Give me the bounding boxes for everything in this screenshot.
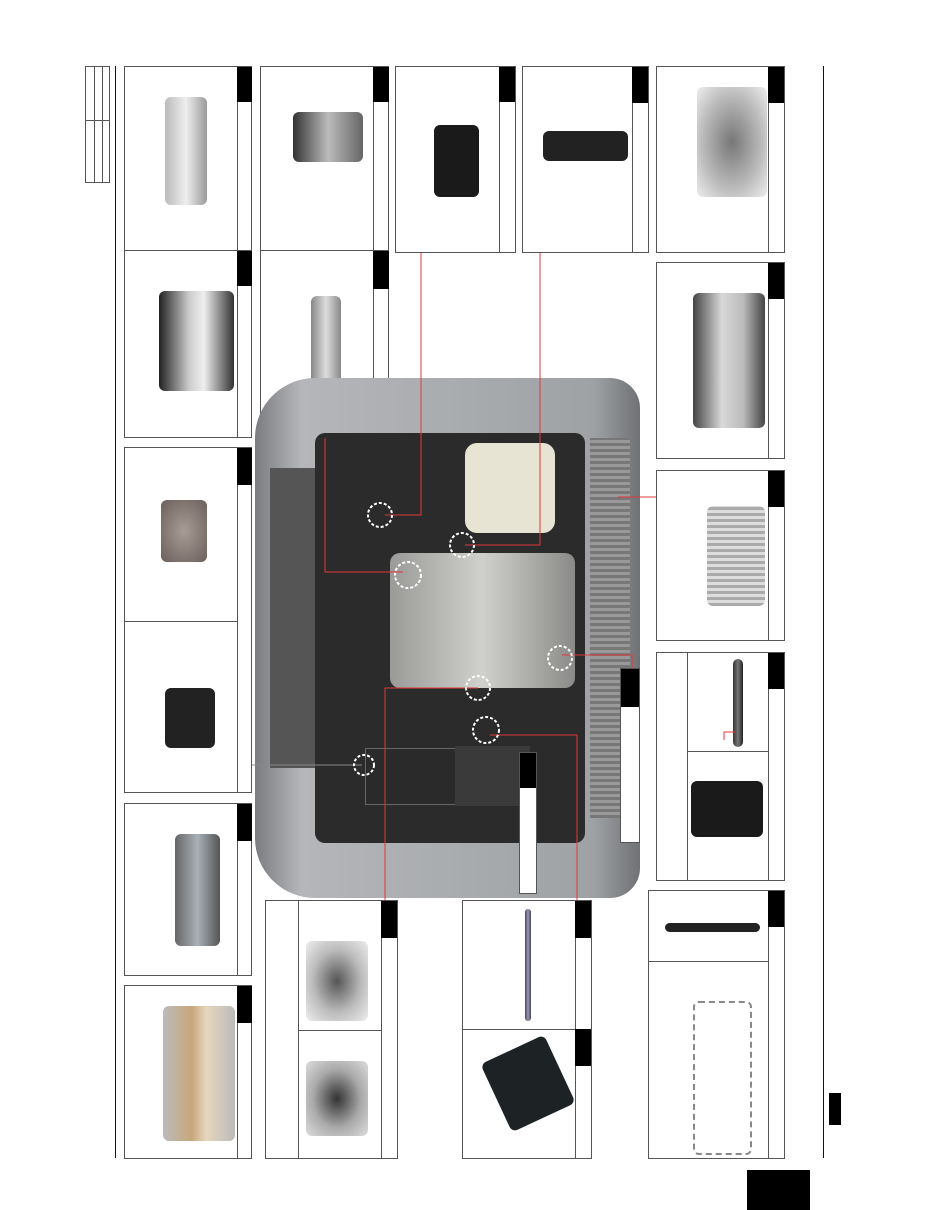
panel-tab xyxy=(373,251,389,289)
component-panel-throttle-body xyxy=(265,900,398,1159)
vacuum-modulator-image xyxy=(693,293,765,428)
component-panel-sensor-bracket xyxy=(124,250,252,438)
panel-tab xyxy=(768,471,784,507)
component-panel-catalytic-converter xyxy=(124,985,252,1159)
component-panel-vacuum-modulator xyxy=(656,262,785,459)
panel-tab xyxy=(237,251,252,286)
solenoid-valve-image xyxy=(165,688,215,748)
injector-image xyxy=(733,659,743,747)
turbocharger-image xyxy=(697,87,767,197)
radiator xyxy=(270,468,315,768)
panel-tab xyxy=(621,669,639,707)
catalytic-converter-image xyxy=(163,1006,235,1141)
panel-tab xyxy=(381,901,397,938)
sensor-bracket-image xyxy=(159,291,234,391)
left-rule xyxy=(115,66,116,1158)
oil-pan-image xyxy=(175,834,220,946)
engine-bay-photo xyxy=(255,378,640,898)
component-panel-egr-valve xyxy=(260,66,389,251)
fuel-pipes-image xyxy=(693,1001,752,1155)
panel-tab xyxy=(575,1029,591,1066)
right-rule xyxy=(823,66,824,1158)
component-panel-mount-and-solenoid xyxy=(124,447,252,793)
component-panel-vacuum-pump xyxy=(124,66,252,251)
vacuum-pump-image xyxy=(165,97,207,205)
panel-tab xyxy=(768,263,784,299)
air-flow-sensor-image xyxy=(434,125,479,197)
panel-tab xyxy=(632,67,648,103)
panel-tab xyxy=(237,448,252,485)
fuel-rail-image xyxy=(665,923,760,932)
panel-tab xyxy=(373,67,389,102)
header-table xyxy=(85,66,110,183)
component-panel-turbocharger xyxy=(656,66,785,253)
throttle-body-alt-image xyxy=(306,1061,368,1136)
engine-mount-image xyxy=(161,500,207,562)
panel-tab xyxy=(237,67,252,102)
engine-block xyxy=(390,553,575,688)
panel-tab xyxy=(768,891,784,927)
component-panel-temperature-sensor xyxy=(522,66,649,253)
panel-tab xyxy=(575,901,591,938)
ecu-image xyxy=(707,506,765,606)
panel-tab xyxy=(237,986,252,1023)
component-panel-ecu xyxy=(656,470,785,641)
panel-tab xyxy=(237,804,252,841)
glow-plug-image xyxy=(525,909,531,1021)
glow-control-unit-image xyxy=(480,1034,576,1133)
page-number-tab xyxy=(747,1170,810,1210)
panel-tab xyxy=(768,653,784,689)
component-panel-oil-pan xyxy=(124,803,252,976)
callout-label-box xyxy=(620,668,640,843)
egr-valve-image xyxy=(293,112,363,162)
coolant-reservoir xyxy=(465,443,555,533)
component-panel-glow-plug xyxy=(462,900,592,1159)
battery xyxy=(365,748,467,805)
callout-label-box xyxy=(519,752,537,894)
temperature-sensor-image xyxy=(543,131,628,161)
component-panel-injector xyxy=(656,652,785,881)
throttle-body-image xyxy=(306,941,368,1021)
panel-tab xyxy=(768,67,784,103)
component-panel-fuel-rail xyxy=(648,890,785,1159)
section-marker xyxy=(829,1093,841,1125)
component-panel-air-flow-sensor xyxy=(395,66,516,253)
panel-tab xyxy=(520,753,536,788)
panel-tab xyxy=(499,67,515,102)
injector-label-image xyxy=(691,781,763,837)
